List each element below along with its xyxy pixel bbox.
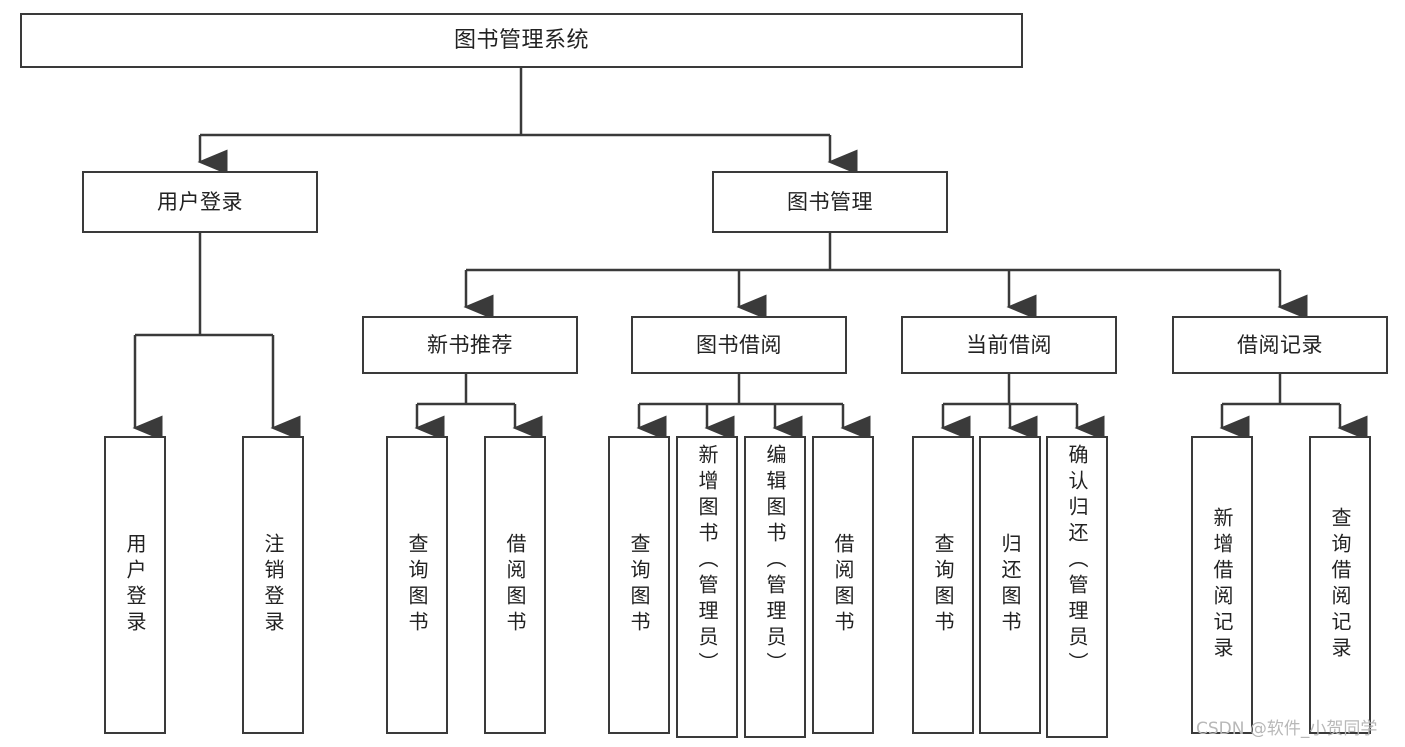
node-label: 编辑图书（管理员） (763, 444, 787, 678)
leaf-user-logout[interactable]: 注销登录 (242, 436, 304, 734)
node-book-management[interactable]: 图书管理 (712, 171, 948, 233)
node-label: 新增借阅记录 (1210, 507, 1234, 663)
node-user-login[interactable]: 用户登录 (82, 171, 318, 233)
node-borrow-record[interactable]: 借阅记录 (1172, 316, 1388, 374)
node-label: 图书管理系统 (453, 27, 589, 53)
leaf-user-login[interactable]: 用户登录 (104, 436, 166, 734)
node-label: 借阅图书 (503, 533, 527, 637)
leaf-query-book-new[interactable]: 查询图书 (386, 436, 448, 734)
node-label: 当前借阅 (966, 332, 1052, 357)
leaf-query-borrow-record[interactable]: 查询借阅记录 (1309, 436, 1371, 734)
node-label: 用户登录 (123, 533, 147, 637)
node-label: 注销登录 (261, 533, 285, 637)
leaf-confirm-return-admin[interactable]: 确认归还（管理员） (1046, 436, 1108, 738)
node-label: 新书推荐 (427, 332, 513, 357)
node-label: 图书管理 (787, 189, 873, 214)
node-label: 借阅记录 (1237, 332, 1323, 357)
node-new-book-recommend[interactable]: 新书推荐 (362, 316, 578, 374)
node-label: 查询图书 (931, 533, 955, 637)
leaf-return-book[interactable]: 归还图书 (979, 436, 1041, 734)
leaf-borrow-book-new[interactable]: 借阅图书 (484, 436, 546, 734)
node-label: 新增图书（管理员） (695, 444, 719, 678)
node-current-borrow[interactable]: 当前借阅 (901, 316, 1117, 374)
node-label: 归还图书 (998, 533, 1022, 637)
node-label: 查询图书 (405, 533, 429, 637)
node-label: 借阅图书 (831, 533, 855, 637)
node-label: 确认归还（管理员） (1065, 444, 1089, 678)
leaf-query-book-borrow[interactable]: 查询图书 (608, 436, 670, 734)
node-label: 用户登录 (157, 189, 243, 214)
leaf-add-borrow-record[interactable]: 新增借阅记录 (1191, 436, 1253, 734)
leaf-borrow-book[interactable]: 借阅图书 (812, 436, 874, 734)
leaf-edit-book-admin[interactable]: 编辑图书（管理员） (744, 436, 806, 738)
node-label: 查询图书 (627, 533, 651, 637)
node-book-borrow[interactable]: 图书借阅 (631, 316, 847, 374)
node-label: 图书借阅 (696, 332, 782, 357)
node-root-system[interactable]: 图书管理系统 (20, 13, 1023, 68)
node-label: 查询借阅记录 (1328, 507, 1352, 663)
leaf-add-book-admin[interactable]: 新增图书（管理员） (676, 436, 738, 738)
leaf-query-book-current[interactable]: 查询图书 (912, 436, 974, 734)
